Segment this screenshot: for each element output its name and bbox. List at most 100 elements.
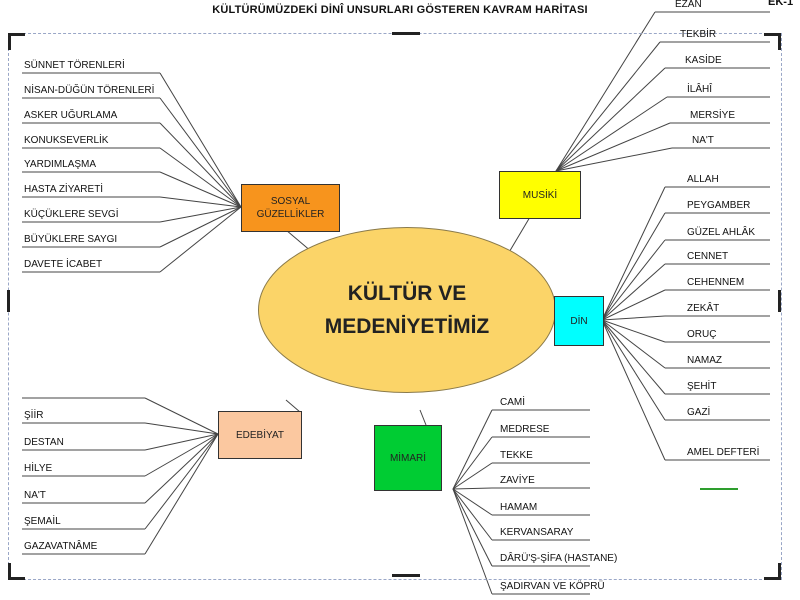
leaf-sosyal-8: DAVETE İCABET — [24, 259, 103, 270]
branch-sosyal-guzellikler: SOSYAL GÜZELLİKLER — [241, 184, 340, 232]
leaf-din-9: GAZİ — [687, 407, 711, 418]
connector-line — [601, 186, 666, 321]
connector-line — [601, 315, 666, 321]
branch-musiki: MUSİKİ — [499, 171, 581, 219]
connector-line — [555, 96, 668, 172]
connector-line — [555, 147, 673, 172]
connector-line — [452, 488, 493, 516]
leaf-mimari-6: DÂRÜ'Ş-ŞİFA (HASTANE) — [500, 553, 618, 564]
resize-handle-top[interactable] — [392, 32, 420, 35]
leaf-musiki-0: EZAN — [675, 0, 702, 10]
resize-handle-bottom[interactable] — [392, 574, 420, 577]
leaf-sosyal-1: NİSAN-DÜĞÜN TÖRENLERİ — [24, 85, 155, 96]
leaf-edebiyat-5: GAZAVATNÂME — [24, 541, 98, 552]
connector-line — [159, 206, 242, 223]
branch-mimari: MİMARİ — [374, 425, 442, 491]
connector-line — [601, 319, 666, 395]
connector-line — [601, 263, 666, 321]
connector-line — [601, 319, 666, 421]
connector-line — [601, 239, 666, 321]
decorative-underline — [700, 488, 738, 490]
connector-line — [144, 433, 219, 451]
connector-line — [601, 319, 666, 369]
connector-center-mimari — [419, 409, 427, 426]
leaf-sosyal-5: HASTA ZİYARETİ — [24, 184, 104, 195]
leaf-din-3: CENNET — [687, 251, 729, 262]
leaf-edebiyat-4: ŞEMAİL — [24, 516, 61, 527]
leaf-din-1: PEYGAMBER — [687, 200, 751, 211]
leaf-sosyal-7: BÜYÜKLERE SAYGI — [24, 234, 118, 245]
connector-line — [601, 212, 666, 321]
leaf-mimari-2: TEKKE — [500, 450, 533, 461]
leaf-edebiyat-3: NA'T — [24, 490, 46, 501]
leaf-sosyal-2: ASKER UĞURLAMA — [24, 110, 118, 121]
branch-label: DİN — [570, 315, 588, 327]
connector-line — [452, 488, 493, 567]
connector-line — [601, 289, 666, 321]
center-node: KÜLTÜR VE MEDENİYETİMİZ — [258, 227, 556, 393]
branch-label: SOSYAL GÜZELLİKLER — [256, 196, 325, 220]
connector-line — [144, 433, 219, 530]
leaf-sosyal-6: KÜÇÜKLERE SEVGİ — [24, 209, 119, 220]
leaf-musiki-3: İLÂHÎ — [687, 84, 713, 95]
leaf-mimari-7: ŞADIRVAN VE KÖPRÜ — [500, 581, 605, 592]
leaf-edebiyat-0: ŞİİR — [24, 410, 44, 421]
resize-handle-left[interactable] — [7, 290, 10, 312]
connector-line — [159, 196, 242, 208]
connector-line — [144, 422, 219, 435]
leaf-sosyal-0: SÜNNET TÖRENLERİ — [24, 60, 125, 71]
center-node-label: KÜLTÜR VE MEDENİYETİMİZ — [324, 282, 490, 338]
connector-line — [159, 171, 242, 208]
connector-line — [159, 122, 242, 208]
leaf-musiki-5: NA'T — [692, 135, 714, 146]
leaf-din-5: ZEKÂT — [687, 303, 720, 314]
leaf-musiki-2: KASİDE — [685, 55, 722, 66]
connector-line — [159, 97, 242, 208]
resize-handle-bottom-left[interactable] — [8, 563, 25, 580]
branch-din: DİN — [554, 296, 604, 346]
leaf-sosyal-3: KONUKSEVERLİK — [24, 135, 109, 146]
leaf-edebiyat-1: DESTAN — [24, 437, 64, 448]
leaf-mimari-0: CAMİ — [500, 397, 525, 408]
leaf-mimari-5: KERVANSARAY — [500, 527, 574, 538]
resize-handle-bottom-right[interactable] — [764, 563, 781, 580]
leaf-din-2: GÜZEL AHLÂK — [687, 227, 755, 238]
connector-center-musiki — [507, 216, 531, 255]
connector-line — [601, 319, 666, 343]
resize-handle-right[interactable] — [778, 290, 781, 312]
connector-line — [555, 11, 656, 172]
leaf-din-10: AMEL DEFTERİ — [687, 447, 760, 458]
connector-line — [555, 67, 666, 172]
leaf-mimari-1: MEDRESE — [500, 424, 550, 435]
appendix-label: EK-1 — [768, 0, 794, 8]
connector-line — [601, 319, 666, 461]
connector-line — [144, 433, 219, 555]
leaf-musiki-4: MERSİYE — [690, 110, 736, 121]
leaf-din-0: ALLAH — [687, 174, 719, 185]
leaf-musiki-1: TEKBİR — [680, 29, 717, 40]
resize-handle-top-left[interactable] — [8, 33, 25, 50]
leaf-din-6: ORUÇ — [687, 329, 717, 340]
connector-center-edebiyat — [285, 399, 301, 413]
resize-handle-top-right[interactable] — [764, 33, 781, 50]
leaf-din-4: CEHENNEM — [687, 277, 745, 288]
branch-label: EDEBİYAT — [236, 429, 284, 441]
connector-line — [144, 397, 219, 435]
branch-label: MUSİKİ — [522, 189, 558, 201]
connector-line — [452, 436, 493, 490]
connector-line — [144, 433, 219, 504]
branch-edebiyat: EDEBİYAT — [218, 411, 302, 459]
connector-line — [159, 206, 242, 273]
leaf-edebiyat-2: HİLYE — [24, 463, 53, 474]
leaf-din-8: ŞEHİT — [687, 381, 717, 392]
branch-label: MİMARİ — [389, 452, 427, 464]
connector-line — [159, 206, 242, 248]
page-title: KÜLTÜRÜMÜZDEKİ DİNÎ UNSURLARI GÖSTEREN K… — [212, 4, 588, 16]
connector-line — [159, 72, 242, 208]
leaf-din-7: NAMAZ — [687, 355, 722, 366]
leaf-mimari-3: ZAVİYE — [500, 475, 535, 486]
connector-line — [144, 433, 219, 477]
connector-line — [452, 409, 493, 490]
connector-line — [452, 488, 493, 595]
connector-line — [555, 41, 661, 172]
